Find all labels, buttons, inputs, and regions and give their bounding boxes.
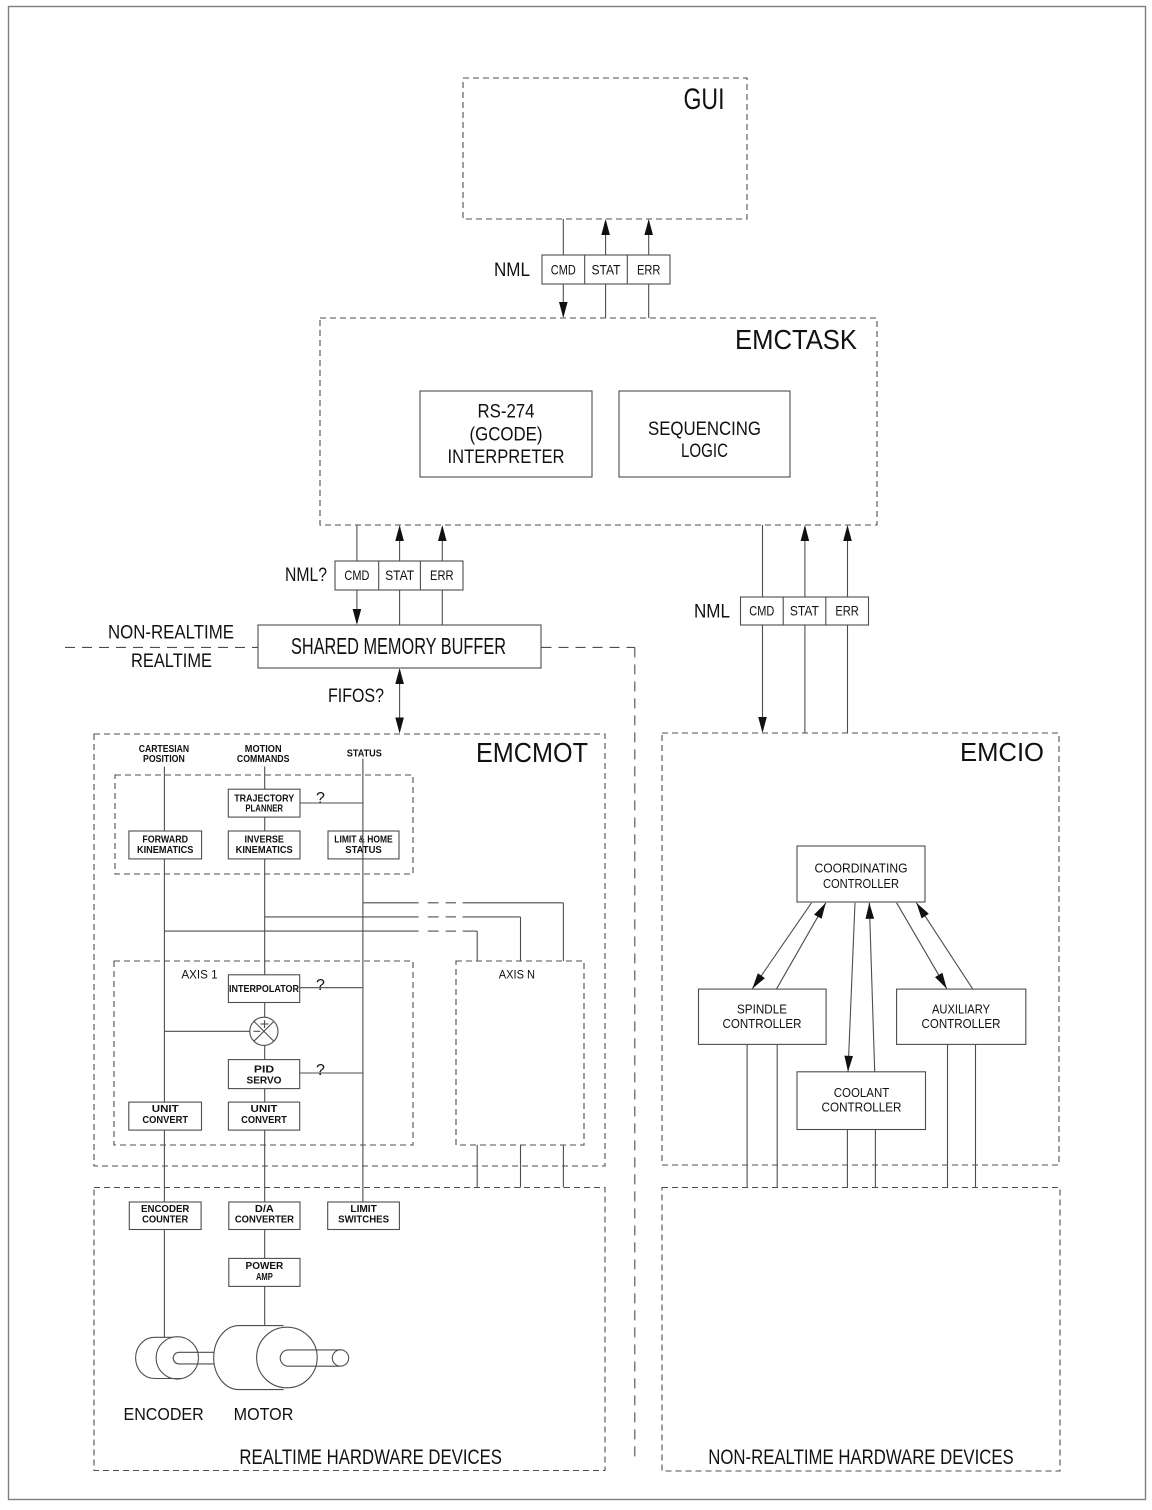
svg-text:COOLANT: COOLANT <box>834 1085 890 1100</box>
svg-text:PID: PID <box>254 1064 275 1076</box>
svg-text:UNIT: UNIT <box>251 1103 279 1115</box>
svg-text:SEQUENCING: SEQUENCING <box>648 419 761 440</box>
svg-text:POSITION: POSITION <box>143 753 185 765</box>
svg-text:STATUS: STATUS <box>347 748 382 760</box>
svg-text:D/A: D/A <box>255 1203 274 1215</box>
svg-text:CONTROLLER: CONTROLLER <box>822 1100 902 1115</box>
svg-text:AMP: AMP <box>256 1271 273 1283</box>
svg-text:CARTESIAN: CARTESIAN <box>139 743 189 755</box>
svg-text:NML?: NML? <box>285 565 327 586</box>
svg-text:(GCODE): (GCODE) <box>470 425 543 446</box>
svg-text:ERR: ERR <box>637 262 661 278</box>
svg-text:CONTROLLER: CONTROLLER <box>922 1016 1001 1031</box>
svg-text:STAT: STAT <box>385 567 414 583</box>
svg-text:NML: NML <box>694 601 730 622</box>
svg-text:LOGIC: LOGIC <box>681 441 728 462</box>
svg-text:AXIS N: AXIS N <box>499 967 535 981</box>
svg-text:REALTIME HARDWARE DEVICES: REALTIME HARDWARE DEVICES <box>239 1445 502 1469</box>
svg-text:NON-REALTIME HARDWARE DEVICES: NON-REALTIME HARDWARE DEVICES <box>708 1445 1014 1469</box>
svg-text:COUNTER: COUNTER <box>142 1214 188 1226</box>
svg-text:INTERPOLATOR: INTERPOLATOR <box>229 983 299 995</box>
svg-text:REALTIME: REALTIME <box>131 651 212 672</box>
svg-text:CONVERT: CONVERT <box>241 1114 287 1126</box>
svg-text:NON-REALTIME: NON-REALTIME <box>108 622 234 643</box>
svg-text:CONVERT: CONVERT <box>142 1114 188 1126</box>
svg-text:CMD: CMD <box>749 603 774 619</box>
svg-text:ERR: ERR <box>835 603 859 619</box>
svg-text:CMD: CMD <box>551 262 576 278</box>
svg-text:ENCODER: ENCODER <box>124 1404 204 1424</box>
svg-text:EMCIO: EMCIO <box>960 739 1044 767</box>
svg-text:ENCODER: ENCODER <box>141 1203 190 1215</box>
svg-text:AXIS 1: AXIS 1 <box>181 967 218 981</box>
svg-text:CMD: CMD <box>344 567 369 583</box>
svg-text:UNIT: UNIT <box>152 1103 180 1115</box>
svg-text:MOTOR: MOTOR <box>234 1404 294 1424</box>
svg-text:CONTROLLER: CONTROLLER <box>823 876 899 891</box>
svg-text:FORWARD: FORWARD <box>142 834 188 846</box>
svg-text:POWER: POWER <box>246 1260 284 1272</box>
svg-text:?: ? <box>316 790 325 807</box>
svg-text:CONVERTER: CONVERTER <box>235 1214 294 1226</box>
svg-text:CONTROLLER: CONTROLLER <box>723 1016 802 1031</box>
svg-text:EMCMOT: EMCMOT <box>476 737 588 768</box>
svg-text:LIMIT & HOME: LIMIT & HOME <box>334 834 392 846</box>
svg-text:INTERPRETER: INTERPRETER <box>448 447 565 468</box>
svg-text:STAT: STAT <box>592 262 621 278</box>
svg-text:KINEMATICS: KINEMATICS <box>236 844 293 856</box>
svg-text:STAT: STAT <box>790 603 819 619</box>
svg-text:GUI: GUI <box>684 83 725 116</box>
svg-text:MOTION: MOTION <box>245 743 282 755</box>
svg-text:TRAJECTORY: TRAJECTORY <box>234 792 294 804</box>
svg-text:SERVO: SERVO <box>247 1074 282 1086</box>
svg-text:LIMIT: LIMIT <box>350 1203 377 1215</box>
svg-text:STATUS: STATUS <box>345 844 382 856</box>
svg-text:?: ? <box>316 977 325 994</box>
svg-text:?: ? <box>316 1062 325 1079</box>
svg-text:ERR: ERR <box>430 567 454 583</box>
svg-text:COORDINATING: COORDINATING <box>815 860 908 875</box>
svg-text:EMCTASK: EMCTASK <box>735 324 857 355</box>
svg-text:AUXILIARY: AUXILIARY <box>932 1001 990 1016</box>
svg-text:NML: NML <box>494 260 530 281</box>
svg-text:FIFOS?: FIFOS? <box>328 686 384 707</box>
svg-text:RS-274: RS-274 <box>478 402 535 423</box>
svg-text:COMMANDS: COMMANDS <box>237 753 290 765</box>
svg-text:SWITCHES: SWITCHES <box>338 1214 389 1226</box>
svg-text:SPINDLE: SPINDLE <box>737 1001 787 1016</box>
svg-text:PLANNER: PLANNER <box>245 803 283 815</box>
svg-text:SHARED MEMORY BUFFER: SHARED MEMORY BUFFER <box>291 633 506 659</box>
svg-text:KINEMATICS: KINEMATICS <box>137 844 193 856</box>
svg-text:INVERSE: INVERSE <box>245 834 284 846</box>
